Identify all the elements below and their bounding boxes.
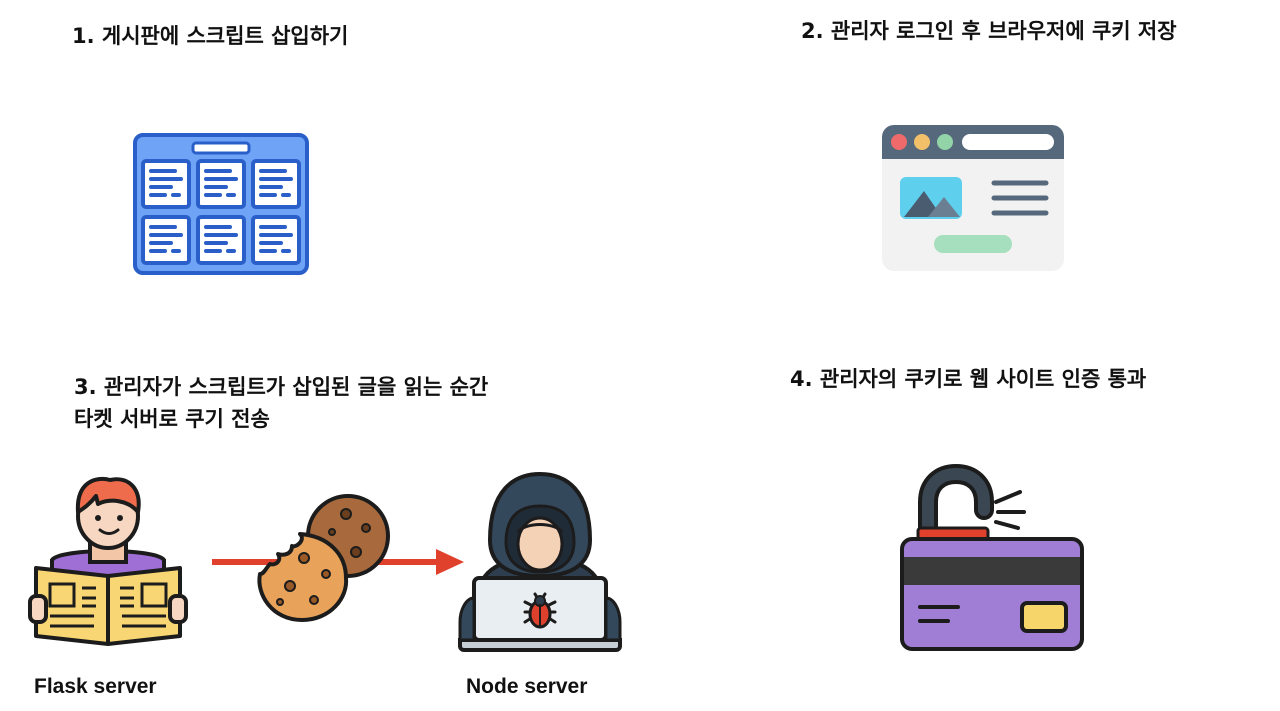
- step-1-line-1: 1. 게시판에 스크립트 삽입하기: [72, 24, 349, 48]
- step-2-caption: 2. 관리자 로그인 후 브라우저에 쿠키 저장: [801, 15, 1177, 47]
- cookie-icon: [257, 494, 390, 622]
- bug-icon: [523, 592, 557, 629]
- reader-person-icon: [28, 476, 188, 646]
- browser-window-icon: [882, 125, 1064, 271]
- step-3-caption: 3. 관리자가 스크립트가 삽입된 글을 읽는 순간 타켓 서버로 쿠기 전송: [74, 371, 488, 435]
- node-server-label: Node server: [466, 675, 588, 698]
- step-2-line-1: 2. 관리자 로그인 후 브라우저에 쿠키 저장: [801, 19, 1177, 43]
- credit-card-icon: [900, 537, 1084, 651]
- step-1-caption: 1. 게시판에 스크립트 삽입하기: [72, 20, 348, 52]
- step-4-caption: 4. 관리자의 쿠키로 웹 사이트 인증 통과: [790, 363, 1146, 395]
- step-3-line-2: 타켓 서버로 쿠기 전송: [74, 407, 270, 431]
- board-icon: [133, 133, 309, 275]
- flask-server-label: Flask server: [34, 675, 157, 698]
- step-4-line-1: 4. 관리자의 쿠키로 웹 사이트 인증 통과: [790, 367, 1147, 391]
- step-3-line-1: 3. 관리자가 스크립트가 삽입된 글을 읽는 순간: [74, 375, 489, 399]
- unlocked-padlock-icon: [916, 463, 1026, 546]
